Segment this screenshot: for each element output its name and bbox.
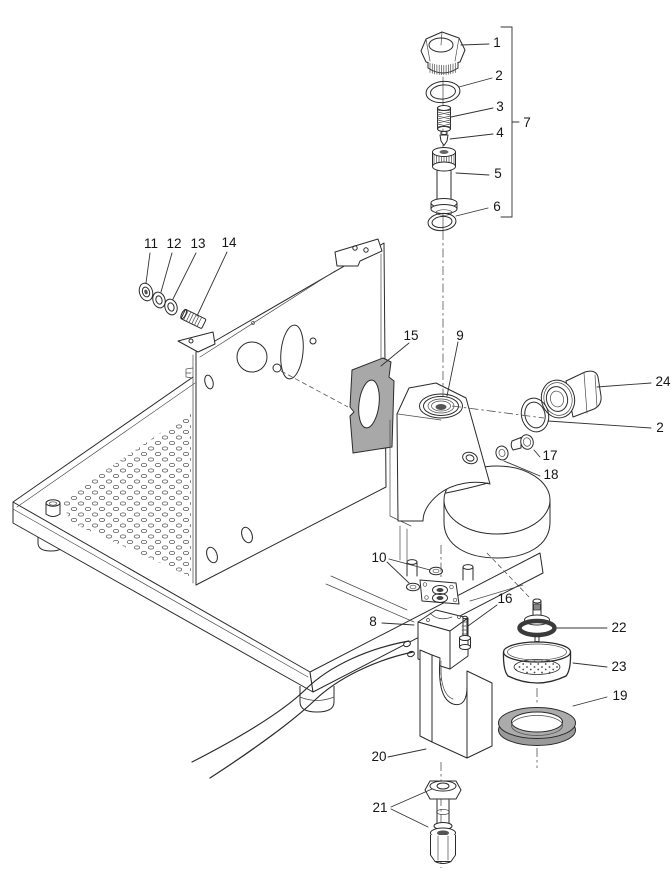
washer-13 <box>164 298 178 316</box>
callout-11: 11 <box>144 236 158 284</box>
callout-12: 12 <box>160 236 182 293</box>
callout-4: 4 <box>449 125 504 140</box>
valve-body-5 <box>430 147 458 216</box>
callout-17: 17 <box>533 448 558 463</box>
callouts: 1 2 3 4 5 6 7 8 9 10 11 12 13 14 15 16 1… <box>144 35 671 828</box>
callout-6: 6 <box>455 199 501 217</box>
callout-2b: 2 <box>547 420 664 435</box>
callout-20: 20 <box>371 748 427 764</box>
group-bore <box>419 393 463 419</box>
svg-text:20: 20 <box>371 749 386 764</box>
svg-text:18: 18 <box>543 467 558 482</box>
svg-text:21: 21 <box>372 800 387 815</box>
valve-pin-4 <box>439 130 449 146</box>
top-valve-assembly <box>420 26 520 232</box>
callout-15: 15 <box>380 328 419 367</box>
valve-22 <box>517 598 557 645</box>
o-ring-2-top <box>425 80 461 104</box>
callout-24: 24 <box>596 374 671 389</box>
panel-cutout-oval <box>280 324 304 380</box>
callout-19: 19 <box>572 688 628 707</box>
svg-text:14: 14 <box>221 235 237 250</box>
panel-tab-right <box>334 238 383 267</box>
panel-tab-left <box>177 331 216 353</box>
callout-2: 2 <box>458 68 503 88</box>
valve-block-assembly <box>191 566 471 779</box>
group-gasket-19 <box>498 707 576 746</box>
svg-text:10: 10 <box>371 550 386 565</box>
group-head-body <box>389 382 551 563</box>
gasket-plate-15 <box>349 357 395 454</box>
callout-22: 22 <box>556 620 627 635</box>
stud-14 <box>180 308 207 329</box>
svg-text:1: 1 <box>493 35 501 50</box>
svg-text:11: 11 <box>144 236 158 251</box>
svg-text:2: 2 <box>495 68 503 83</box>
callout-5: 5 <box>455 166 502 181</box>
svg-text:4: 4 <box>496 125 504 140</box>
svg-text:3: 3 <box>496 99 504 114</box>
svg-text:2: 2 <box>656 420 664 435</box>
flange-plate <box>419 579 460 605</box>
drip-tray-perforations <box>62 412 191 577</box>
callout-9: 9 <box>446 328 464 397</box>
callout-16: 16 <box>467 591 513 627</box>
bracket-20 <box>419 649 493 759</box>
nozzle-21 <box>424 780 462 864</box>
svg-text:24: 24 <box>655 374 671 389</box>
svg-text:12: 12 <box>166 236 181 251</box>
svg-text:19: 19 <box>612 688 627 703</box>
washer-18 <box>495 445 509 461</box>
svg-text:22: 22 <box>611 620 626 635</box>
o-ring-6 <box>427 212 457 232</box>
fitting-24 <box>540 370 602 419</box>
callout-10: 10 <box>371 550 431 584</box>
group-bracket-7 <box>500 26 520 218</box>
callout-21: 21 <box>372 788 433 828</box>
svg-text:7: 7 <box>523 115 531 130</box>
callout-8: 8 <box>369 614 415 629</box>
callout-13: 13 <box>172 236 206 300</box>
svg-text:9: 9 <box>456 328 464 343</box>
callout-3: 3 <box>450 99 504 118</box>
svg-text:6: 6 <box>493 199 501 214</box>
callout-1: 1 <box>460 35 501 50</box>
knob-1 <box>420 31 466 76</box>
callout-23: 23 <box>572 659 627 674</box>
callout-7: 7 <box>523 115 531 130</box>
svg-text:17: 17 <box>542 448 557 463</box>
callout-14: 14 <box>196 235 237 317</box>
washer-12 <box>152 291 166 309</box>
svg-text:15: 15 <box>403 328 418 343</box>
panel-cutout-circle <box>236 341 268 373</box>
svg-text:16: 16 <box>497 591 512 606</box>
screw-17 <box>510 434 534 451</box>
svg-text:8: 8 <box>369 614 377 629</box>
svg-text:5: 5 <box>494 166 502 181</box>
o-ring-2-right <box>520 397 550 433</box>
callout-18: 18 <box>503 460 559 482</box>
fasteners-11-14 <box>138 282 207 329</box>
filter-basket-23 <box>502 641 572 684</box>
back-panel <box>177 238 387 586</box>
group-port-nut <box>462 451 478 465</box>
nut-11 <box>138 282 154 302</box>
o-rings-10 <box>406 566 443 592</box>
spring-3 <box>437 105 451 132</box>
screw-16 <box>459 615 471 650</box>
drain-nub <box>45 499 61 517</box>
wires <box>191 640 414 779</box>
svg-text:23: 23 <box>611 659 626 674</box>
svg-text:13: 13 <box>190 236 205 251</box>
